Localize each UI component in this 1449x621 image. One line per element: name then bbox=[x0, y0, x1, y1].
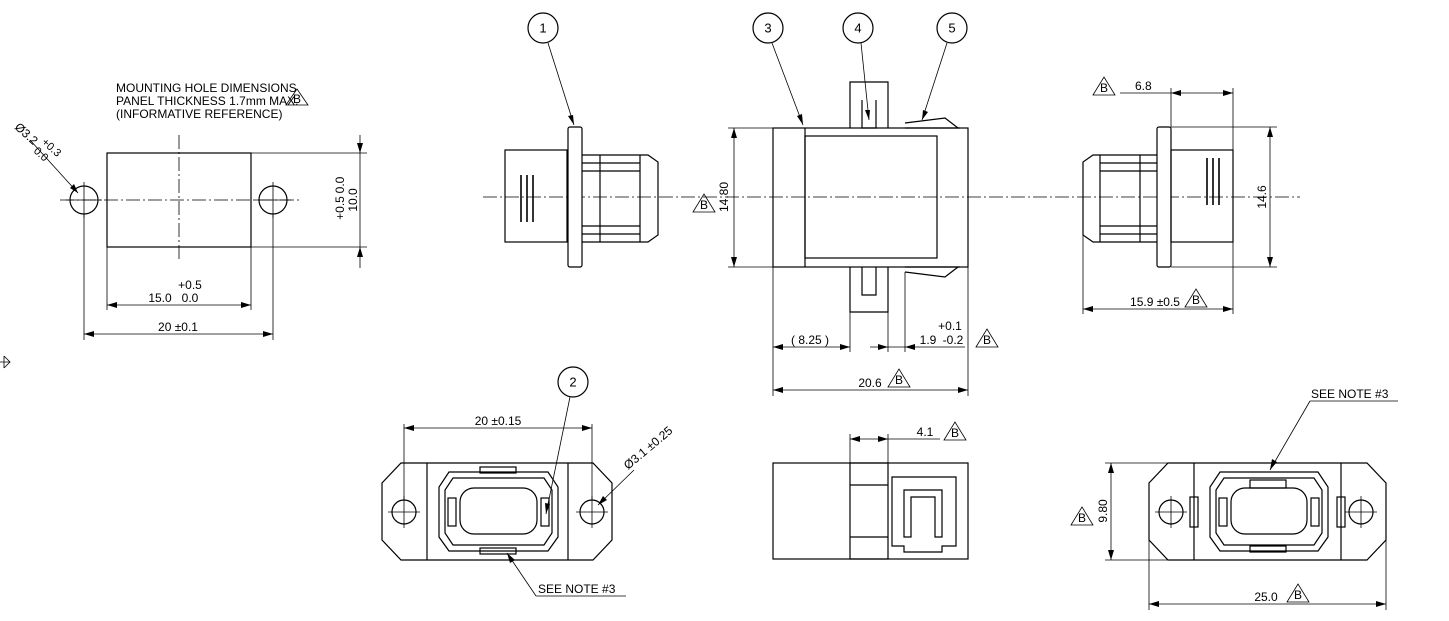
left-side-view: 1 bbox=[483, 12, 1300, 268]
right-side-view: 6.8 B 14.6 15.9 ±0.5 B bbox=[1082, 76, 1277, 314]
hole-spacing-label: 20 ±0.1 bbox=[158, 320, 198, 334]
height-dim-label: 10.0 bbox=[346, 188, 360, 212]
balloon-4 bbox=[842, 12, 874, 44]
right-length-label: 15.9 ±0.5 bbox=[1130, 295, 1180, 309]
body-height-label: 14.80 bbox=[717, 182, 731, 212]
revision-triangle: B bbox=[943, 421, 967, 441]
revision-triangle: B bbox=[1286, 583, 1310, 603]
revision-triangle: B bbox=[975, 328, 999, 348]
mounting-note-line1: MOUNTING HOLE DIMENSIONS bbox=[116, 81, 297, 95]
svg-text:B: B bbox=[700, 198, 708, 212]
svg-text:+0.5: +0.5 bbox=[178, 278, 202, 292]
front-hole-spacing-label: 20 ±0.15 bbox=[475, 414, 522, 428]
svg-text:4: 4 bbox=[854, 21, 861, 36]
revision-triangle: B bbox=[1184, 288, 1208, 308]
front-hole-dia-label: Ø3.1 ±0.25 bbox=[621, 423, 676, 472]
svg-text:-0.2: -0.2 bbox=[943, 333, 964, 347]
right-depth-label: 6.8 bbox=[1135, 79, 1152, 93]
svg-text:B: B bbox=[1078, 511, 1086, 525]
mounting-hole-view: MOUNTING HOLE DIMENSIONS PANEL THICKNESS… bbox=[12, 81, 367, 340]
svg-text:B: B bbox=[1100, 81, 1108, 95]
svg-text:B: B bbox=[895, 373, 903, 387]
svg-text:B: B bbox=[293, 92, 301, 106]
balloon-1 bbox=[527, 12, 559, 44]
svg-text:3: 3 bbox=[764, 21, 771, 36]
flange bbox=[567, 126, 583, 268]
total-length-label: 20.6 bbox=[858, 376, 882, 390]
svg-text:B: B bbox=[983, 333, 991, 347]
see-note-label-left: SEE NOTE #3 bbox=[538, 582, 616, 596]
ref-depth-label: ( 8.25 ) bbox=[791, 333, 829, 347]
svg-text:+0.5: +0.5 bbox=[333, 196, 347, 220]
svg-text:B: B bbox=[951, 426, 959, 440]
svg-text:5: 5 bbox=[948, 21, 955, 36]
see-note-label-right: SEE NOTE #3 bbox=[1311, 387, 1389, 401]
adapter-side-view: 14.80 B 3 4 5 ( 8.25 ) +0.1 1.9 -0 bbox=[692, 12, 999, 396]
front-view: 20 ±0.15 Ø3.1 ±0.25 2 SEE NOTE #3 bbox=[381, 366, 676, 597]
hole-diameter-label: Ø3.2 bbox=[12, 120, 41, 148]
svg-text:B: B bbox=[1192, 293, 1200, 307]
svg-text:2: 2 bbox=[569, 375, 576, 390]
balloon-5 bbox=[936, 12, 968, 44]
svg-text:+0.1: +0.1 bbox=[938, 319, 962, 333]
flange-dim-label: 1.9 bbox=[920, 333, 937, 347]
mounting-note-line2: PANEL THICKNESS 1.7mm MAX. bbox=[116, 94, 299, 108]
side-step-label: 4.1 bbox=[917, 425, 934, 439]
svg-text:1: 1 bbox=[539, 21, 546, 36]
svg-text:0.0: 0.0 bbox=[182, 291, 199, 305]
revision-triangle: B bbox=[887, 368, 911, 388]
right-front-height-label: 9.80 bbox=[1096, 499, 1110, 523]
mounting-note-line3: (INFORMATIVE REFERENCE) bbox=[116, 107, 282, 121]
revision-triangle: B bbox=[692, 193, 716, 213]
svg-text:0.0: 0.0 bbox=[333, 176, 347, 193]
right-front-view: 9.80 B 25.0 B SEE NOTE #3 bbox=[1070, 387, 1398, 610]
right-height-label: 14.6 bbox=[1255, 185, 1269, 209]
adapter-body bbox=[772, 127, 969, 268]
width-dim-label: 15.0 bbox=[148, 291, 172, 305]
bottom-side-view: 4.1 B bbox=[772, 421, 969, 560]
right-front-width-label: 25.0 bbox=[1254, 590, 1278, 604]
svg-text:B: B bbox=[1294, 588, 1302, 602]
revision-triangle: B bbox=[285, 88, 309, 106]
revision-triangle: B bbox=[1092, 76, 1116, 96]
balloon-2 bbox=[557, 366, 589, 398]
balloon-3 bbox=[752, 12, 784, 44]
revision-triangle: B bbox=[1070, 506, 1094, 526]
